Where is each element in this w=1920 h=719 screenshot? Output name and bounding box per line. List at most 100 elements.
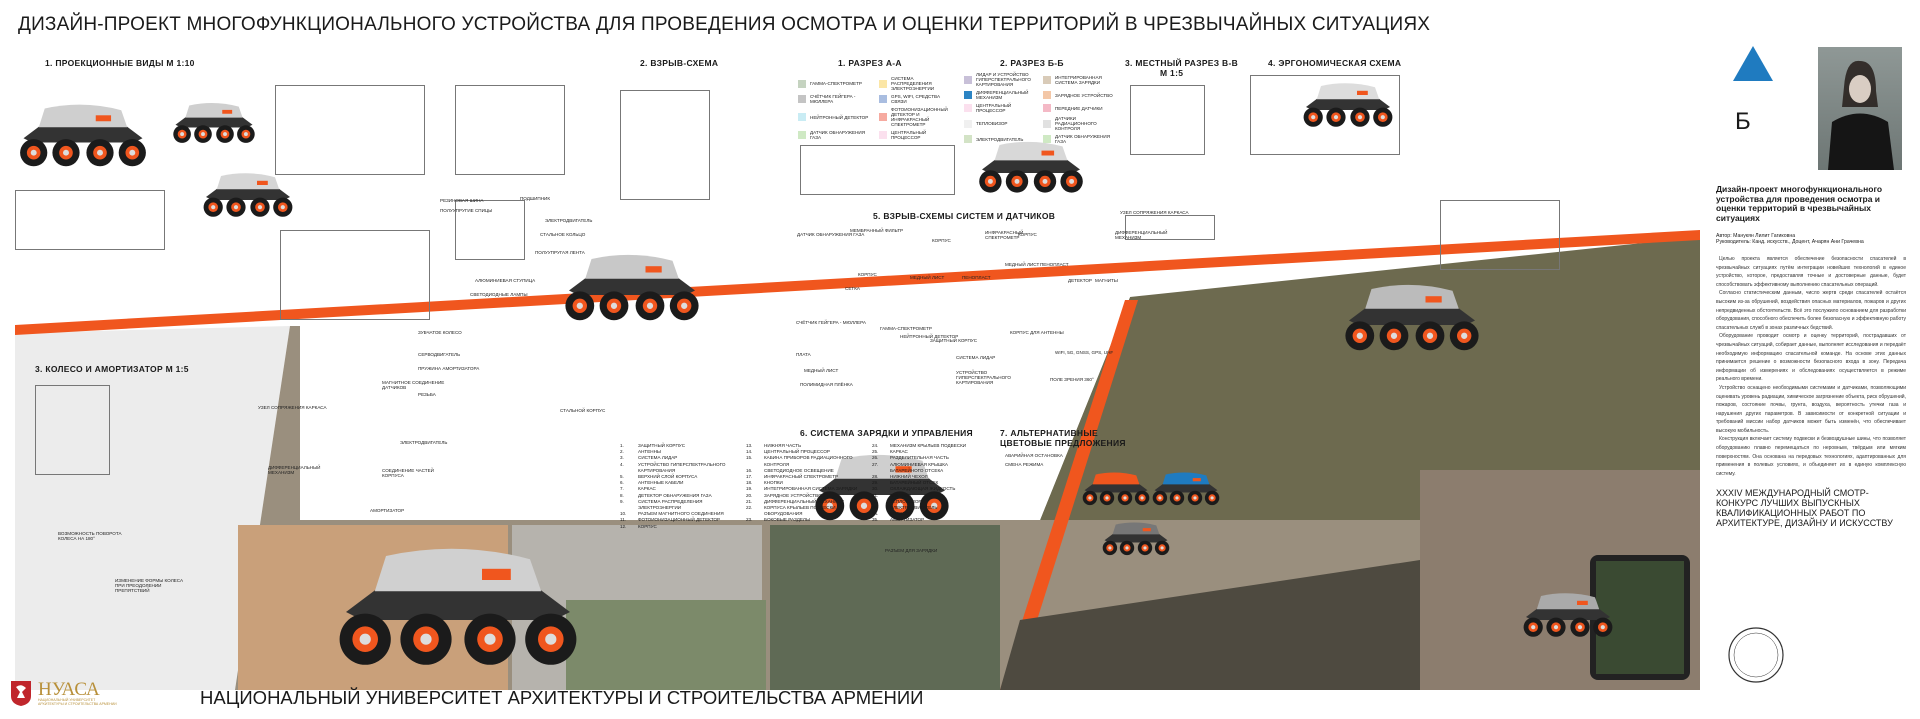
parts-list-item: 31.БАТАРЕИ <box>872 493 982 499</box>
legend-swatch <box>1043 104 1051 112</box>
parts-list-item: 12.КОРПУС <box>620 524 740 530</box>
part-number: 31. <box>872 492 879 498</box>
part-label: ЦЕНТРАЛЬНЫЙ ПРОЦЕССОР <box>764 449 830 455</box>
part-label: АНТЕННЫЕ КАБЕЛИ <box>638 480 684 486</box>
legend-swatch <box>798 113 806 121</box>
parts-list-item: 2.АНТЕННЫ <box>620 449 740 455</box>
robot-in-forest <box>1345 284 1479 351</box>
part-label: ДЕТЕКТОР ОБНАРУЖЕНИЯ ГАЗА <box>638 492 712 498</box>
callout-label: ЭЛЕКТРОДВИГАТЕЛЬ <box>400 440 448 445</box>
parts-list-item: 3.СИСТЕМА ЛИДАР <box>620 455 740 461</box>
legend-label: ЭЛЕКТРОДВИГАТЕЛЬ <box>976 136 1024 142</box>
parts-list-item: 25.КАРКАС <box>872 449 982 455</box>
parts-list-item: 17. ИНФРАКРАСНЫЙ СПЕКТРОМЕТР <box>746 474 866 480</box>
parts-list-item: 27.АЛЮМИНИЕВАЯ КРЫШКА БАТАРЕЙНОГО ОТСЕКА <box>872 462 982 474</box>
part-number: 16. <box>746 467 753 473</box>
legend-item: ДАТЧИКИ РАДИАЦИОННОГО КОНТРОЛЯ <box>1043 116 1116 131</box>
part-number: 22. <box>746 505 753 511</box>
legend-swatch <box>1043 91 1051 99</box>
callout-label: ДЕТЕКТОР <box>1068 278 1092 283</box>
parts-list-item: 24.МЕХАНИЗМ КРЫЛЬЕВ ПОДВЕСКИ <box>872 443 982 449</box>
callout-label: ПОДШИПНИК <box>520 196 550 201</box>
triangle-logo-icon <box>1733 46 1773 81</box>
callout-label: ЗУБЧАТОЕ КОЛЕСО <box>418 330 462 335</box>
part-number: 23. <box>746 517 753 523</box>
heading-ergonomic: 4. ЭРГОНОМИЧЕСКАЯ СХЕМА <box>1268 58 1402 68</box>
part-label: АНТЕННЫ <box>638 449 661 455</box>
orange-stripe <box>15 230 1700 335</box>
parts-list-item: 6. АНТЕННЫЕ КАБЕЛИ <box>620 480 740 486</box>
parts-list-item: 5.ВЕРХНИЙ СЛОЙ КОРПУСА <box>620 474 740 480</box>
robot-color-variant-1 <box>1082 472 1150 506</box>
parts-list-item: 33. ЭЛЕКТРОДВИГАТЕЛЬ <box>872 505 982 511</box>
parts-list-item: 21.ДИФФЕРЕНЦИАЛЬНЫЙ МЕХАНИЗМ <box>746 499 866 505</box>
robot-exploded-assembled <box>565 254 699 321</box>
heading-wheel: 3. КОЛЕСО И АМОРТИЗАТОР М 1:5 <box>35 364 189 374</box>
legend-item: СИСТЕМА РАСПРЕДЕЛЕНИЯ ЭЛЕКТРОЭНЕРГИИ <box>879 76 954 91</box>
part-number: 24. <box>872 443 879 448</box>
legend-item: ЦЕНТРАЛЬНЫЙ ПРОЦЕССОР <box>879 130 954 140</box>
part-number: 10. <box>620 511 627 517</box>
part-label: ИНФРАКРАСНЫЙ СПЕКТРОМЕТР <box>764 474 839 480</box>
robot-front-view <box>173 103 255 143</box>
parts-list-item: 11.ФОТОИОНИЗАЦИОННЫЙ ДЕТЕКТОР <box>620 517 740 523</box>
parts-list-item: 23.БОКОВЫЕ РАЗДЕЛЫ <box>746 517 866 523</box>
part-label: СИСТЕМА ЛИДАР <box>638 455 678 461</box>
callout-label: СЕТКА <box>845 286 860 291</box>
part-number: 17. <box>746 474 753 480</box>
legend-swatch <box>964 104 972 112</box>
part-number: 1. <box>620 443 624 448</box>
legend-label: ЦЕНТРАЛЬНЫЙ ПРОЦЕССОР <box>891 130 927 140</box>
robot-in-field <box>1523 593 1613 637</box>
callout-label: УСТРОЙСТВО ГИПЕРСПЕКТРАЛЬНОГО КАРТИРОВАН… <box>956 370 1011 386</box>
part-label: ЗАРЯДНОЕ УСТРОЙСТВО <box>764 492 822 498</box>
robot-photo-render <box>339 548 577 665</box>
logo-name: НУАСА <box>38 678 100 700</box>
legend-item: ГАММА-СПЕКТРОМЕТР <box>798 76 873 91</box>
heading-projection-views: 1. ПРОЕКЦИОННЫЕ ВИДЫ М 1:10 <box>45 58 195 68</box>
callout-label: ПРУЖИНА АМОРТИЗАТОРА <box>418 366 480 371</box>
heading-section-vv: 3. МЕСТНЫЙ РАЗРЕЗ В-В <box>1125 58 1239 68</box>
part-label: БАТАРЕЙНЫЙ ОТСЕК <box>890 480 939 486</box>
contest-seal-icon <box>1728 627 1784 683</box>
part-number: 8. <box>620 492 624 498</box>
legend-label: ДАТЧИК ОБНАРУЖЕНИЯ ГАЗА <box>810 130 866 140</box>
description-paragraph: Устройство оснащено необходимыми система… <box>1716 384 1906 434</box>
callout-label: ПЕНОПЛАСТ <box>1040 262 1069 267</box>
part-number: 18. <box>746 480 753 486</box>
legend-label: GPS, WIFI, СРЕДСТВА СВЯЗИ <box>891 94 941 104</box>
parts-list-item: 4.УСТРОЙСТВО ГИПЕРСПЕКТРАЛЬНОГО КАРТИРОВ… <box>620 462 740 474</box>
part-label: ЭЛЕКТРОДВИГАТЕЛЬ <box>890 505 938 511</box>
part-number: 30. <box>872 486 879 492</box>
exploded-layers <box>620 90 710 200</box>
legend-section-bb: ЛИДАР И УСТРОЙСТВО ГИПЕРСПЕКТРАЛЬНОГО КА… <box>964 72 1116 144</box>
part-label: ЗАЩИТНЫЙ КОРПУС <box>638 443 686 448</box>
callout-label: WIFI, 5G, GNSS, GPS, UHF <box>1055 350 1114 355</box>
photo-4 <box>770 525 1000 690</box>
callout-label: ЗАЩИТНЫЙ КОРПУС <box>930 338 978 343</box>
part-number: 32. <box>872 498 879 504</box>
part-number: 6. <box>620 480 624 486</box>
legend-swatch <box>798 131 806 139</box>
legend-swatch <box>1043 75 1051 84</box>
legend-label: СИСТЕМА РАСПРЕДЕЛЕНИЯ ЭЛЕКТРОЭНЕРГИИ <box>891 76 935 91</box>
callout-label: ПОЛЕ ЗРЕНИЯ 360° <box>1050 377 1094 382</box>
legend-item: ЛИДАР И УСТРОЙСТВО ГИПЕРСПЕКТРАЛЬНОГО КА… <box>964 72 1037 87</box>
part-label: РАЗДЕЛИТЕЛЬНАЯ ЧАСТЬ <box>890 455 949 461</box>
legend-swatch <box>879 79 887 88</box>
callout-label: ИНФРАКРАСНЫЙ СПЕКТРОМЕТР <box>985 230 1024 241</box>
legend-item: ДАТЧИК ОБНАРУЖЕНИЯ ГАЗА <box>1043 134 1116 144</box>
legend-swatch <box>1043 135 1051 143</box>
legend-label: ДАТЧИК ОБНАРУЖЕНИЯ ГАЗА <box>1055 134 1111 144</box>
part-number: 25. <box>872 449 879 455</box>
heading-exploded-view: 2. ВЗРЫВ-СХЕМА <box>640 58 719 68</box>
part-number: 33. <box>872 505 879 511</box>
legend-swatch <box>798 95 806 103</box>
robot-3d-view <box>203 173 293 217</box>
callout-label: ПЛАТА <box>796 352 811 357</box>
callout-label: ПОЛИМИДНАЯ ПЛЁНКА <box>800 382 853 387</box>
parts-list-item: 1. ЗАЩИТНЫЙ КОРПУС <box>620 443 740 449</box>
parts-list-item: 34.КОЛЕСО <box>872 511 982 517</box>
callout-label: СТАЛЬНОЕ КОЛЬЦО <box>540 232 586 237</box>
callout-label: АЛЮМИНИЕВАЯ СТУПИЦА <box>475 278 536 283</box>
